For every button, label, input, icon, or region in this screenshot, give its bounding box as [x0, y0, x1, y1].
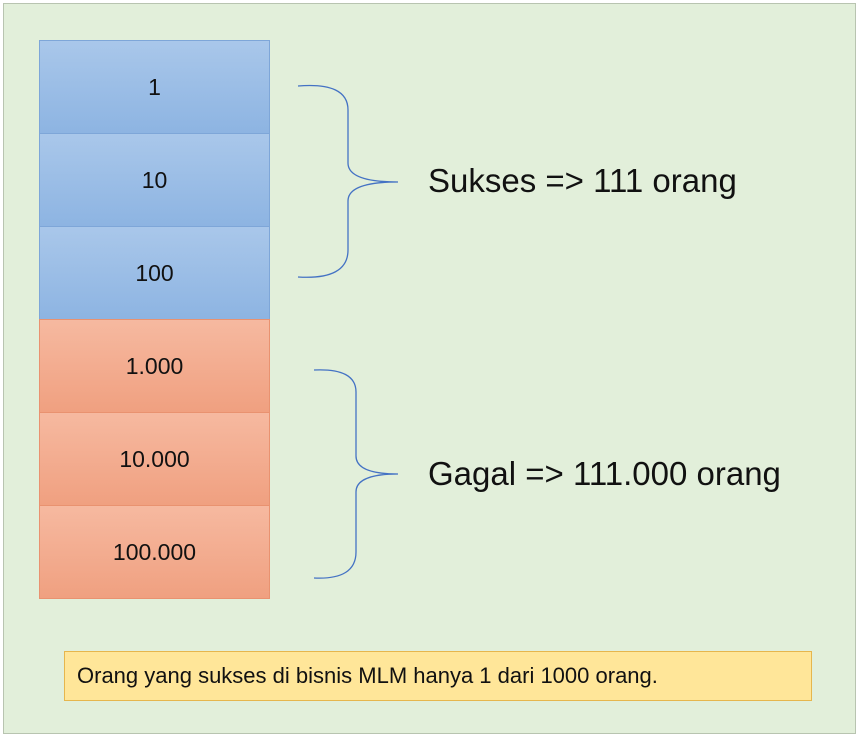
- level-label: 100: [135, 259, 174, 286]
- level-box-10: 10: [39, 133, 270, 227]
- success-group-label: Sukses => 111 orang: [428, 162, 737, 199]
- level-box-100: 100: [39, 226, 270, 320]
- level-box-100000: 100.000: [39, 505, 270, 599]
- level-label: 10.000: [119, 445, 190, 472]
- level-label: 1.000: [125, 352, 184, 379]
- level-stack: 1 10 100 1.000 10.000 100.000: [39, 40, 270, 599]
- level-label: 10: [141, 166, 168, 193]
- level-label: 100.000: [112, 538, 197, 565]
- level-box-10000: 10.000: [39, 412, 270, 506]
- fail-bracket: [313, 369, 399, 579]
- note-box: Orang yang sukses di bisnis MLM hanya 1 …: [64, 651, 812, 701]
- success-bracket: [297, 84, 399, 278]
- level-box-1: 1: [39, 40, 270, 134]
- level-label: 1: [148, 73, 161, 100]
- fail-group-label: Gagal => 111.000 orang: [428, 455, 781, 492]
- note-text: Orang yang sukses di bisnis MLM hanya 1 …: [77, 663, 658, 688]
